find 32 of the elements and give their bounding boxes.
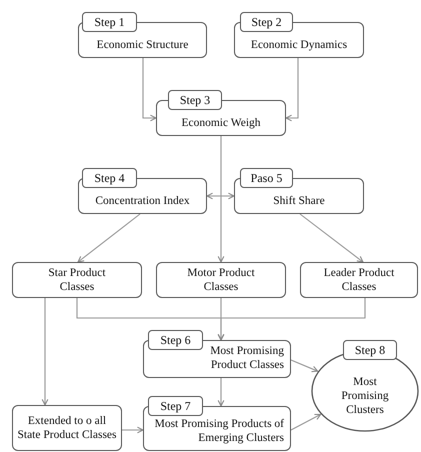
arrow bbox=[218, 378, 224, 407]
step-tab: Step 3 bbox=[168, 90, 222, 110]
step-label: Concentration Index bbox=[95, 194, 190, 208]
step-tab: Step 7 bbox=[148, 396, 203, 416]
step-tab: Step 4 bbox=[82, 168, 137, 188]
step-label: Economic Structure bbox=[96, 38, 188, 52]
step-label: Most Promising Product Classes bbox=[209, 344, 284, 372]
step-tab: Step 1 bbox=[82, 12, 137, 32]
step-label: Extended to o all State Product Classes bbox=[17, 414, 117, 442]
arrow bbox=[206, 192, 235, 200]
step-label: Shift Share bbox=[273, 194, 325, 208]
arrow bbox=[77, 214, 140, 263]
step-label: Leader Product Classes bbox=[322, 266, 396, 294]
arrow bbox=[300, 214, 364, 263]
step-tab: Step 2 bbox=[240, 12, 293, 32]
step-label: Star Product Classes bbox=[47, 266, 107, 294]
step-label: Motor Product Classes bbox=[186, 266, 256, 294]
arrow bbox=[42, 298, 48, 406]
arrow bbox=[218, 136, 224, 263]
step-tab: Paso 5 bbox=[240, 168, 293, 188]
step-label: Economic Dynamics bbox=[250, 38, 348, 52]
arrow bbox=[142, 58, 157, 122]
step-label: Most Promising Products of Emerging Clusters bbox=[154, 417, 284, 445]
step-tab: Step 6 bbox=[148, 330, 203, 350]
step-label: Most Promising Clusters bbox=[340, 375, 390, 417]
arrow bbox=[290, 414, 322, 430]
step-tab: Step 8 bbox=[343, 340, 397, 360]
arrow bbox=[290, 360, 318, 372]
arrow bbox=[285, 58, 299, 122]
arrow bbox=[122, 426, 144, 434]
arrow bbox=[218, 298, 366, 341]
step-label: Economic Weigh bbox=[181, 116, 261, 130]
